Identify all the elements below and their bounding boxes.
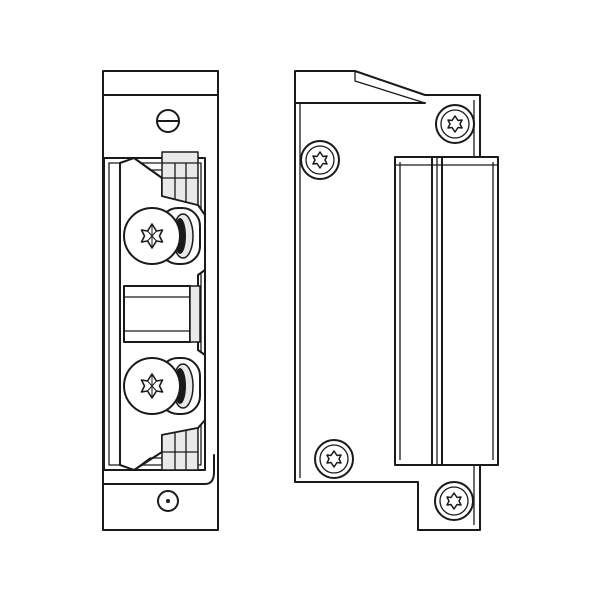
torx-screw-icon — [314, 439, 354, 479]
lower-latch-bracket — [161, 427, 199, 471]
lower-roller — [123, 357, 201, 415]
side-view — [294, 70, 499, 531]
upper-roller — [123, 207, 201, 265]
front-bottom-lip — [102, 454, 215, 485]
latch-bolt — [394, 156, 499, 466]
front-view — [102, 70, 219, 531]
torx-screw-icon — [300, 140, 340, 180]
round-hole-icon — [157, 490, 179, 512]
slotted-screw-icon — [156, 109, 180, 133]
torx-screw-icon — [435, 104, 475, 144]
torx-screw-icon — [434, 481, 474, 521]
latch-center-block — [123, 285, 201, 343]
